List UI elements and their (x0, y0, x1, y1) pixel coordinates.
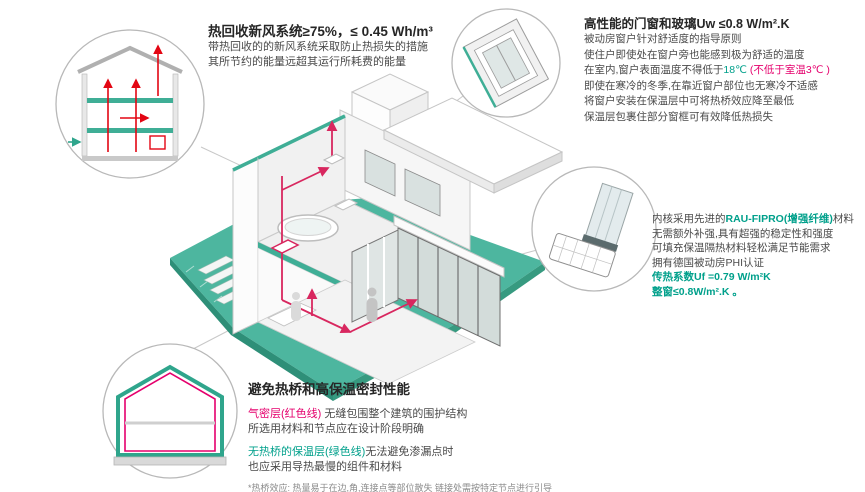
windows-line6: 保温层包裹住部分窗框可有效降低热损失 (584, 110, 773, 123)
person-inside (291, 292, 301, 321)
frame-profile-textblock: 内核采用先进的RAU-FIPRO(增强纤维)材料 无需额外补强,具有超强的稳定性… (652, 212, 854, 299)
main-house-illustration (170, 73, 564, 401)
airtight-layer-rest: 无缝包围整个建筑的围护结构 (321, 408, 468, 420)
thermal-footnote: *热桥效应: 热量易于在边,角,连接点等部位散失 链接处需按特定节点进行引导 (248, 483, 553, 492)
thermal-airtight-line: 气密层(红色线) 无缝包围整个建筑的围护结构 (248, 407, 552, 422)
insulation-layer-label: 无热桥的保温层(绿色线) (248, 446, 366, 458)
bathtub (277, 198, 359, 242)
windows-line3-pre: 在室内,窗户表面温度不得低于 (584, 64, 724, 76)
washbasin (333, 198, 359, 211)
heat-recovery-title: 热回收新风系统≥75%，≤ 0.45 Wh/m³ (208, 24, 433, 39)
airflow-arrows (103, 44, 163, 152)
window-corner-callout (451, 8, 561, 118)
gasket (581, 234, 619, 252)
foundation (113, 456, 227, 466)
windows-line4: 即使在寒冷的冬季,在靠近窗户部位也无寒冷不适感 (584, 79, 818, 92)
roof-outline (77, 45, 183, 74)
insulation-layer-rest: 无法避免渗漏点时 (365, 446, 454, 458)
airtight-layer-red (124, 372, 216, 452)
windows-line5: 将窗户安装在保温层中可将热桥效应降至最低 (584, 95, 794, 107)
thermal-line4: 也应采用导热最慢的组件和材料 (248, 461, 402, 473)
glazed-extension (351, 215, 505, 347)
frame-line4: 拥有德国被动房PHI认证 (652, 256, 765, 269)
heat-recovery-line2: 其所节约的能量远超其运行所耗费的能量 (208, 56, 406, 68)
frame-line6: 整窗≤0.8W/m².K 。 (652, 285, 743, 298)
heat-recovery-textblock: 热回收新风系统≥75%，≤ 0.45 Wh/m³ 带热回收的的新风系统采取防止热… (208, 20, 433, 70)
frame-line1: 内核采用先进的RAU-FIPRO(增强纤维)材料 (652, 212, 854, 227)
heat-recovery-line1: 带热回收的的新风系统采取防止热损失的措施 (208, 41, 428, 53)
flat-roof (382, 97, 564, 194)
frame-line1-highlight: RAU-FIPRO(增强纤维) (725, 213, 833, 225)
thermal-line2: 所选用材料和节点应在设计阶段明确 (248, 423, 424, 435)
frame-line3: 可填充保温隔热材料轻松满足节能需求 (652, 242, 831, 254)
floor-slab-teal (87, 98, 173, 103)
frame-profile (548, 233, 616, 278)
insulation-layer-green (116, 364, 224, 457)
windows-title: 高性能的门窗和玻璃Uw ≤0.8 W/m².K (584, 17, 790, 31)
ventilation-callout (55, 29, 205, 179)
heat-exchanger-unit (149, 135, 166, 150)
thermal-bridge-textblock: 避免热桥和高保温密封性能 气密层(红色线) 无缝包围整个建筑的围护结构 所选用材… (248, 378, 552, 492)
windows-line3-note: (不低于室温3℃ ) (746, 64, 830, 76)
thermal-title: 避免热桥和高保温密封性能 (248, 382, 410, 397)
insulation-callout (102, 343, 238, 479)
window-profile-callout (531, 166, 657, 292)
frame-line1-pre: 内核采用先进的 (652, 213, 726, 225)
airtight-layer-label: 气密层(红色线) (248, 408, 322, 420)
thermal-insulation-line: 无热桥的保温层(绿色线)无法避免渗漏点时 (248, 445, 552, 460)
roof-vent (322, 153, 346, 165)
person-outside (366, 287, 378, 322)
cutaway-left-wall (232, 156, 259, 335)
frame-line5: 传热系数Uf =0.79 W/m²K (652, 271, 771, 283)
windows-line1: 被动房窗户针对舒适度的指导原则 (584, 33, 742, 45)
frame-line2: 无需额外补强,具有超强的稳定性和强度 (652, 227, 834, 240)
windows-textblock: 高性能的门窗和玻璃Uw ≤0.8 W/m².K 被动房窗户针对舒适度的指导原则 … (584, 13, 830, 125)
windows-line2: 使住户即使处在窗户旁也能感到极为舒适的温度 (584, 48, 805, 61)
heat-recovery-unit (270, 239, 300, 254)
frame-line1-post: 材料 (832, 213, 854, 225)
sliding-door (351, 229, 399, 323)
windows-line3: 在室内,窗户表面温度不得低于18℃ (不低于室温3℃ ) (584, 63, 830, 79)
windows-line3-temp: 18℃ (723, 64, 747, 76)
